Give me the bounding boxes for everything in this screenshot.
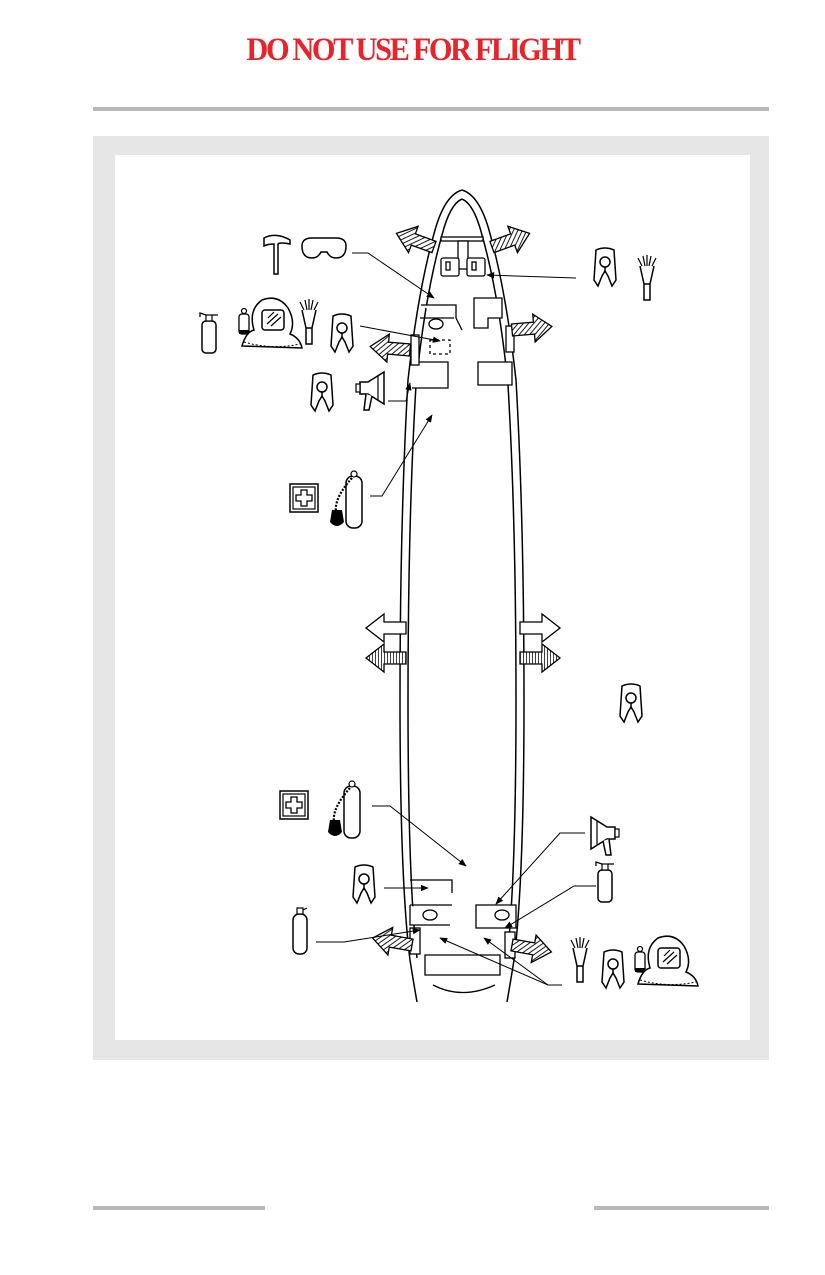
smoke-hood-icon: [238, 297, 303, 349]
watermark-title: DO NOT USE FOR FLIGHT: [246, 32, 581, 68]
oxygen-bottle-icon: [326, 779, 362, 840]
life-vest-icon: [352, 864, 376, 904]
flashlight-icon: [299, 298, 319, 345]
first-aid-kit-icon: [279, 790, 309, 820]
life-vest-icon: [330, 313, 354, 353]
leader-lines: [316, 252, 596, 986]
megaphone-icon: [355, 371, 385, 411]
flashlight-icon: [637, 254, 657, 301]
fire-extinguisher-icon: [595, 861, 615, 903]
cockpit-exit-right: [486, 219, 536, 261]
oxygen-bottle-icon: [292, 907, 308, 955]
cockpit: [440, 236, 486, 277]
overwing-exit-right-upper: [519, 613, 561, 643]
forward-galley: [410, 297, 515, 389]
oxygen-bottle-icon: [328, 469, 364, 530]
aft-exit-left: [369, 923, 416, 960]
figure-panel: [115, 155, 750, 1040]
megaphone-icon: [590, 816, 620, 856]
overwing-exit-right-lower: [519, 643, 561, 673]
smoke-hood-icon: [634, 935, 699, 987]
life-vest-icon: [593, 247, 617, 287]
top-rule: [93, 107, 769, 111]
footer-rule-right: [594, 1206, 769, 1210]
first-aid-kit-icon: [289, 483, 319, 513]
life-vest-icon: [310, 372, 334, 412]
aft-galley: [409, 879, 517, 994]
flashlight-icon: [570, 936, 590, 983]
footer-rule-left: [93, 1206, 265, 1210]
forward-exit-right: [510, 311, 554, 345]
forward-exit-left: [368, 331, 412, 365]
life-vest-icon: [601, 949, 625, 989]
cockpit-exit-left: [390, 219, 440, 261]
smoke-goggles-icon: [301, 237, 347, 259]
crash-axe-icon: [263, 234, 291, 275]
life-vest-icon: [619, 683, 643, 723]
fire-extinguisher-icon: [199, 312, 219, 354]
